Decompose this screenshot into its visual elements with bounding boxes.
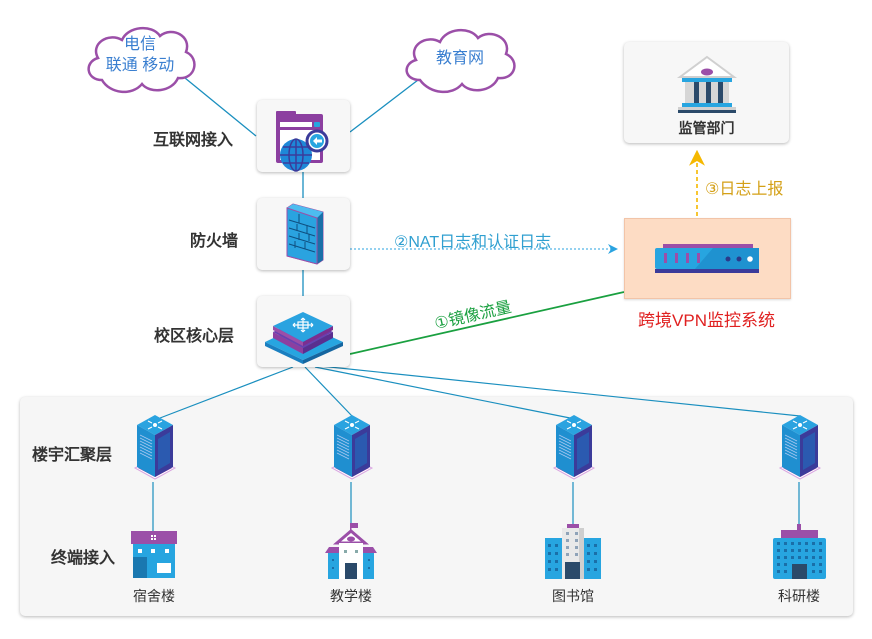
building-dormitory[interactable] bbox=[129, 531, 179, 579]
vpn-monitor-label: 跨境VPN监控系统 bbox=[638, 311, 775, 330]
building-library[interactable] bbox=[545, 524, 601, 579]
link-edu-cloud bbox=[349, 79, 419, 133]
link-telecom-cloud bbox=[184, 77, 257, 137]
building-label-library: 图书馆 bbox=[552, 588, 594, 604]
campus-core-node[interactable] bbox=[257, 296, 350, 367]
government-building-icon bbox=[676, 55, 738, 113]
firewall-icon bbox=[286, 203, 324, 265]
carrier-line-1: 电信 bbox=[123, 36, 156, 53]
flow-mirror-line bbox=[349, 291, 625, 355]
aggregation-switch-1[interactable] bbox=[133, 413, 177, 485]
link-core-agg-2 bbox=[304, 366, 353, 417]
building-teaching[interactable] bbox=[323, 523, 379, 579]
building-label-dormitory: 宿舍楼 bbox=[133, 588, 175, 604]
web-gateway-icon bbox=[276, 111, 329, 172]
aggregation-switch-icon bbox=[778, 415, 822, 480]
aggregation-switch-2[interactable] bbox=[330, 413, 374, 485]
monitor-appliance-icon bbox=[655, 244, 759, 273]
flow-nat-logs-label: ②NAT日志和认证日志 bbox=[394, 234, 552, 251]
aggregation-switch-icon bbox=[552, 415, 596, 480]
regulator-node[interactable]: 监管部门 bbox=[624, 42, 789, 143]
building-label-teaching: 教学楼 bbox=[330, 588, 372, 604]
carrier-cloud: 电信 联通 移动 bbox=[80, 18, 200, 98]
cernet-cloud-text: 教育网 bbox=[435, 50, 484, 67]
link-core-agg-1 bbox=[159, 366, 294, 419]
vpn-monitor-node[interactable] bbox=[624, 218, 791, 299]
regulator-label: 监管部门 bbox=[678, 120, 735, 136]
cloud-icon bbox=[87, 27, 196, 93]
core-switch-icon bbox=[265, 312, 343, 364]
cernet-cloud: 教育网 bbox=[398, 22, 522, 98]
carrier-line-2: 联通 移动 bbox=[105, 57, 175, 74]
flow-log-report-label: ③日志上报 bbox=[705, 181, 784, 198]
library-icon bbox=[545, 524, 601, 579]
aggregation-switch-4[interactable] bbox=[778, 413, 822, 485]
research-building-icon bbox=[773, 524, 826, 579]
layer-label-campus-core: 校区核心层 bbox=[154, 328, 235, 345]
aggregation-switch-icon bbox=[330, 415, 374, 480]
cloud-icon bbox=[405, 29, 516, 93]
layer-label-firewall: 防火墙 bbox=[190, 233, 239, 250]
layer-label-building-aggregation: 楼宇汇聚层 bbox=[32, 447, 113, 464]
layer-label-terminal-access: 终端接入 bbox=[51, 550, 116, 567]
school-icon bbox=[325, 523, 377, 579]
firewall-node[interactable] bbox=[257, 198, 350, 270]
link-core-agg-3 bbox=[314, 366, 571, 419]
link-core-agg-4 bbox=[319, 365, 801, 417]
internet-access-node[interactable] bbox=[257, 100, 350, 172]
layer-label-internet-access: 互联网接入 bbox=[153, 132, 234, 149]
dormitory-icon bbox=[131, 531, 177, 578]
aggregation-switch-3[interactable] bbox=[552, 413, 596, 485]
building-research[interactable] bbox=[772, 524, 827, 579]
carrier-cloud-text: 电信 联通 移动 bbox=[80, 34, 200, 76]
building-label-research: 科研楼 bbox=[778, 588, 820, 604]
aggregation-switch-icon bbox=[133, 415, 177, 480]
